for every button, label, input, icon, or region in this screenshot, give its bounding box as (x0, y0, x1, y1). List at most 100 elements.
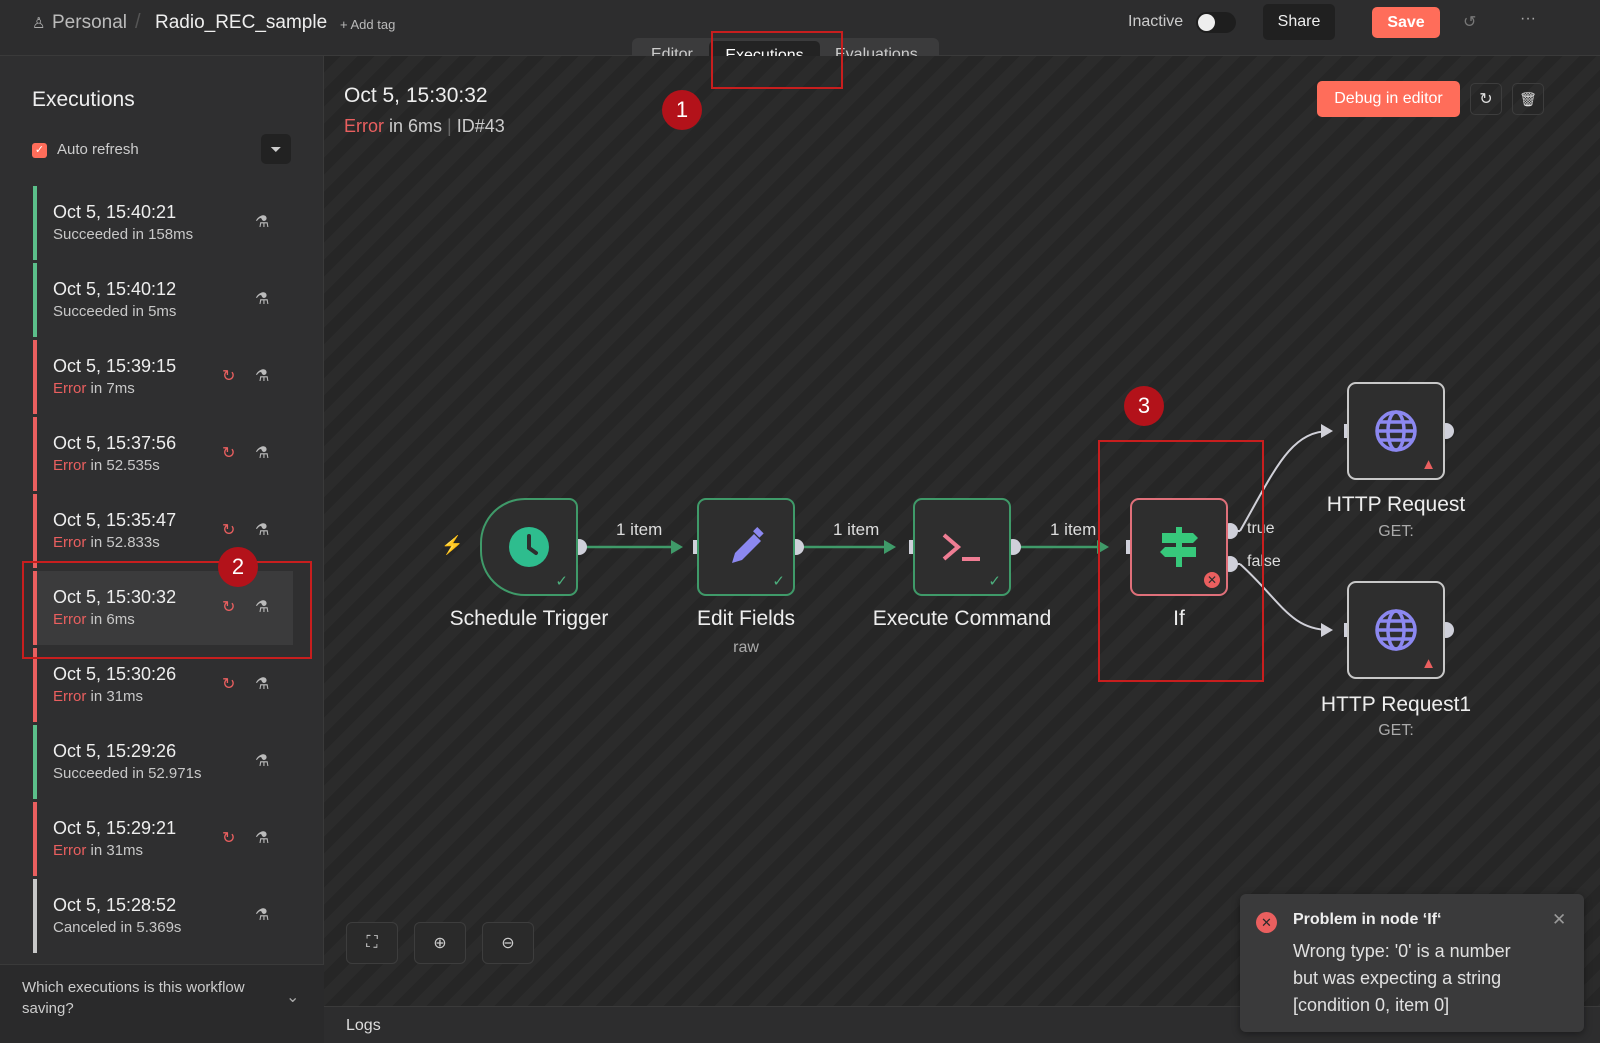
annotation-badge-1: 1 (662, 90, 702, 130)
error-toast: ✕ Problem in node ‘If‘ ✕ Wrong type: '0'… (1240, 894, 1584, 1032)
debug-in-editor-button[interactable]: Debug in editor (1317, 81, 1460, 117)
execution-item-time: Oct 5, 15:30:32 (53, 587, 177, 607)
success-check-icon: ✓ (772, 573, 785, 590)
zoom-in-button[interactable]: ⊕ (414, 922, 466, 964)
logs-label: Logs (346, 1017, 381, 1034)
trash-icon[interactable]: 🗑 (1512, 83, 1544, 115)
terminal-icon (942, 533, 980, 561)
retry-icon[interactable]: ↻ (222, 368, 236, 385)
node-label-http1: HTTP Request (1326, 493, 1466, 516)
execution-item-time: Oct 5, 15:29:21 (53, 818, 177, 838)
execution-item-duration: in 158ms (128, 226, 194, 243)
execution-item-time: Oct 5, 15:35:47 (53, 510, 177, 530)
execution-duration: in 6ms (389, 116, 443, 136)
flask-icon[interactable]: ⚗ (255, 830, 270, 847)
save-button[interactable]: Save (1372, 7, 1440, 38)
execution-item-status: Succeeded in 158ms (53, 226, 293, 243)
edge-label: 1 item (833, 520, 880, 539)
saving-settings-panel[interactable]: Which executions is this workflow saving… (0, 964, 324, 1043)
workflow-name[interactable]: Radio_REC_sample (155, 12, 328, 33)
node-if[interactable]: ✕ (1130, 498, 1228, 596)
retry-icon[interactable]: ↻ (222, 522, 236, 539)
edge-label: 1 item (1050, 520, 1097, 539)
filter-button[interactable]: ⏷ (261, 134, 291, 164)
flask-icon[interactable]: ⚗ (255, 676, 270, 693)
node-sublabel-http2: GET: (1378, 722, 1414, 739)
execution-item-status-word: Succeeded (53, 765, 129, 782)
executions-sidebar: Executions ✓ Auto refresh ⏷ Oct 5, 15:40… (0, 56, 324, 1043)
auto-refresh-checkbox[interactable]: ✓ (32, 143, 47, 158)
execution-item-status-word: Error (53, 688, 87, 705)
zoom-out-button[interactable]: ⊖ (482, 922, 534, 964)
history-icon[interactable]: ↺ (1463, 14, 1477, 31)
toast-line: but was expecting a string (1293, 968, 1502, 988)
add-tag-link[interactable]: + Add tag (340, 17, 396, 32)
breadcrumb-project[interactable]: Personal (52, 12, 127, 33)
share-button[interactable]: Share (1263, 4, 1335, 40)
retry-icon[interactable]: ↻ (222, 445, 236, 462)
node-label-exec: Execute Command (872, 607, 1052, 630)
node-label-edit: Edit Fields (696, 607, 796, 630)
execution-item-status-word: Error (53, 842, 87, 859)
flask-icon[interactable]: ⚗ (255, 445, 270, 462)
flask-icon[interactable]: ⚗ (255, 753, 270, 770)
execution-item-time: Oct 5, 15:37:56 (53, 433, 177, 453)
chevron-down-icon[interactable]: ⌄ (286, 989, 300, 1006)
edge-if-true (1239, 430, 1331, 532)
execution-item-time: Oct 5, 15:29:26 (53, 741, 177, 761)
active-toggle[interactable] (1196, 12, 1236, 33)
node-label-if: If (1173, 607, 1185, 630)
node-edit-fields[interactable]: ✓ (697, 498, 795, 596)
execution-item-status-word: Error (53, 380, 87, 397)
flask-icon[interactable]: ⚗ (255, 907, 270, 924)
execution-id: ID#43 (456, 116, 505, 136)
execution-item-status: Error in 52.833s (53, 534, 293, 551)
retry-icon[interactable]: ↻ (222, 830, 236, 847)
retry-icon[interactable]: ↻ (1470, 83, 1502, 115)
execution-item-time: Oct 5, 15:40:21 (53, 202, 177, 222)
flask-icon[interactable]: ⚗ (255, 599, 270, 616)
execution-item-status: Error in 31ms (53, 688, 293, 705)
node-schedule-trigger[interactable]: ✓ (480, 498, 578, 596)
execution-item-time: Oct 5, 15:30:26 (53, 664, 177, 684)
flask-icon[interactable]: ⚗ (255, 522, 270, 539)
toast-title: Problem in node ‘If‘ (1293, 911, 1442, 928)
globe-icon (1375, 609, 1417, 651)
execution-item-status-word: Error (53, 611, 87, 628)
node-sublabel-edit: raw (733, 639, 759, 656)
execution-item-duration: in 52.535s (86, 457, 160, 474)
retry-icon[interactable]: ↻ (222, 599, 236, 616)
node-http-request1[interactable]: ▲ (1347, 581, 1445, 679)
edge-label: 1 item (616, 520, 663, 539)
execution-item-duration: in 31ms (86, 842, 144, 859)
node-sublabel-http1: GET: (1378, 523, 1414, 540)
more-options-icon[interactable]: ··· (1520, 10, 1536, 27)
error-icon: ✕ (1204, 572, 1220, 588)
retry-icon[interactable]: ↻ (222, 676, 236, 693)
execution-item-status-word: Error (53, 457, 87, 474)
warning-icon: ▲ (1421, 456, 1436, 473)
success-check-icon: ✓ (988, 573, 1001, 590)
node-execute-command[interactable]: ✓ (913, 498, 1011, 596)
flask-icon[interactable]: ⚗ (255, 291, 270, 308)
close-icon[interactable]: ✕ (1552, 910, 1567, 929)
output-label-true: true (1247, 520, 1275, 537)
annotation-badge-2: 2 (218, 547, 258, 587)
flask-icon[interactable]: ⚗ (255, 214, 270, 231)
execution-item-status: Error in 7ms (53, 380, 293, 397)
fit-view-button[interactable]: ⛶ (346, 922, 398, 964)
node-http-request[interactable]: ▲ (1347, 382, 1445, 480)
flask-icon[interactable]: ⚗ (255, 368, 270, 385)
sidebar-title: Executions (32, 88, 135, 111)
